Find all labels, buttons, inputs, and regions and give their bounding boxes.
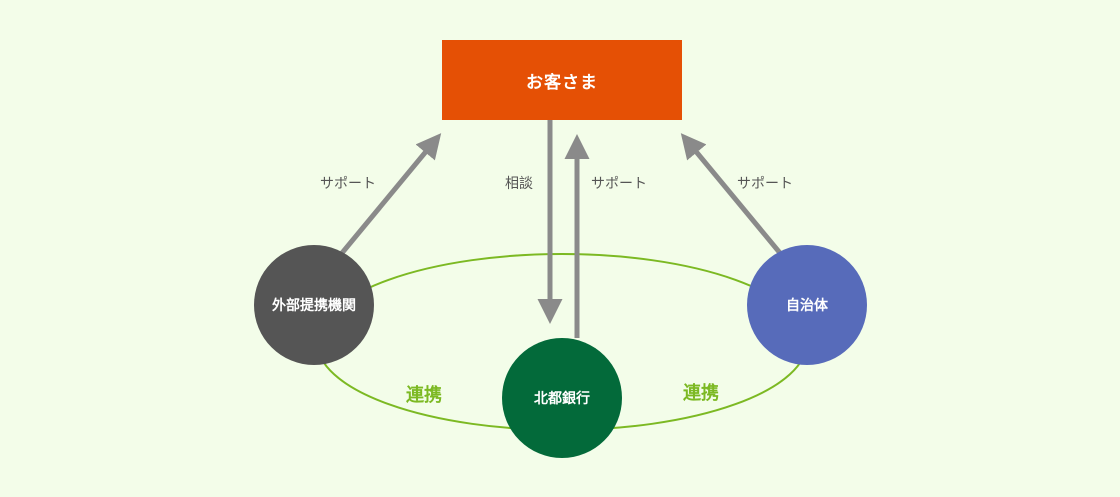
right-support-arrow (680, 133, 782, 255)
customer-box: お客さま (442, 40, 682, 120)
municipality-circle: 自治体 (747, 245, 867, 365)
center-support-label: サポート (591, 176, 647, 192)
left-support-label: サポート (320, 176, 376, 192)
external-institution-circle: 外部提携機関 (254, 245, 374, 365)
right-link-label: 連携 (683, 383, 719, 404)
bank-circle: 北都銀行 (502, 338, 622, 458)
left-link-label: 連携 (406, 385, 442, 406)
right-support-label: サポート (737, 176, 793, 192)
consultation-label: 相談 (505, 176, 533, 192)
left-support-arrow (340, 133, 442, 255)
